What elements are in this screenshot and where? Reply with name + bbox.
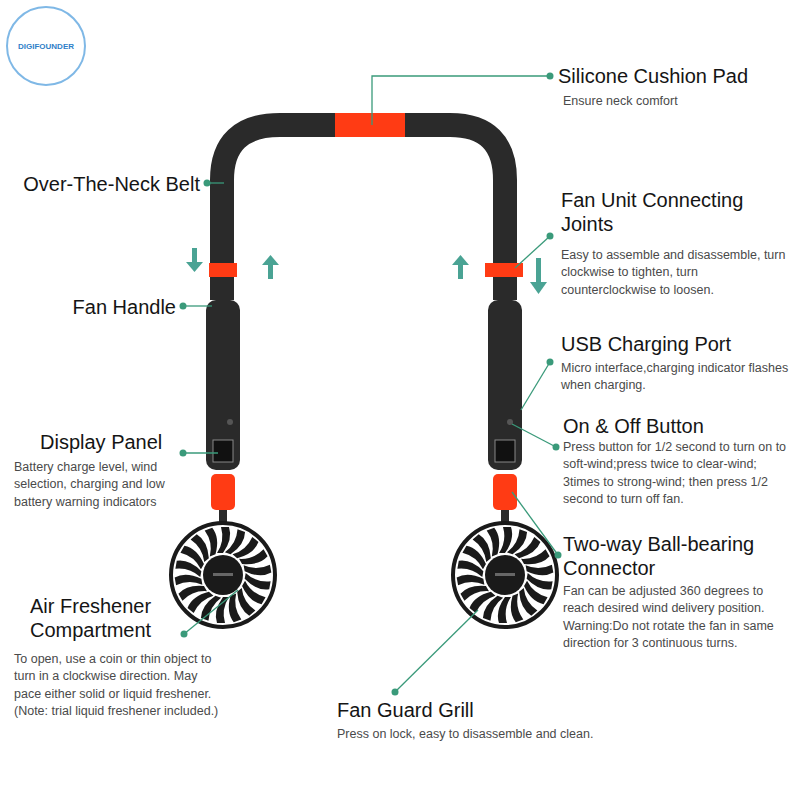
fan-blade	[483, 527, 504, 556]
display-panel	[213, 440, 233, 462]
part-name: Fan Unit Connecting Joints	[561, 188, 791, 236]
button	[227, 419, 233, 425]
fan-blade	[178, 580, 207, 604]
fan-blade	[460, 580, 489, 604]
cushion-pad	[335, 113, 405, 137]
part-note: Press button for 1/2 second to turn on t…	[563, 439, 797, 508]
part-note: Ensure neck comfort	[563, 93, 793, 110]
fan-blade	[499, 527, 512, 553]
part-name: Air Freshener Compartment	[30, 594, 180, 642]
fan	[453, 523, 557, 627]
logo-circle: DIGIFOUNDER	[6, 6, 86, 86]
part-note: Fan can be adjusted 360 degrees to reach…	[563, 583, 795, 652]
part-note: Micro interface,charging indicator flash…	[561, 360, 789, 395]
fan-blade	[216, 597, 229, 623]
neck-belt	[222, 125, 505, 300]
part-name: Display Panel	[40, 430, 180, 454]
ball-connector	[493, 474, 517, 510]
fan-handle	[206, 300, 240, 470]
part-name: Silicone Cushion Pad	[558, 64, 794, 88]
leader-lines	[183, 76, 558, 692]
leader-dots	[180, 73, 562, 696]
fan-blade	[498, 597, 511, 623]
part-note: Press on lock, easy to disassemble and c…	[337, 726, 667, 743]
part-note: To open, use a coin or thin object to tu…	[14, 651, 220, 720]
fan-blade	[201, 527, 222, 556]
fan-handle	[488, 300, 522, 470]
fan-blade	[239, 546, 268, 570]
part-name: Fan Guard Grill	[337, 698, 637, 722]
part-note: Battery charge level, wind selection, ch…	[14, 459, 194, 511]
part-name: Over-The-Neck Belt	[0, 172, 200, 196]
logo-text: DIGIFOUNDER	[18, 42, 74, 51]
part-note: Easy to assemble and disassemble, turn c…	[561, 247, 793, 299]
ball-connector	[211, 474, 235, 510]
part-name: Two-way Ball-bearing Connector	[563, 532, 795, 580]
fan-blade	[521, 546, 550, 570]
fan	[171, 523, 275, 627]
part-name: Fan Handle	[0, 295, 176, 319]
display-panel	[495, 440, 515, 462]
part-name: On & Off Button	[563, 414, 793, 438]
joint-ring	[209, 263, 237, 277]
fan-blade	[217, 527, 230, 553]
part-name: USB Charging Port	[561, 332, 791, 356]
direction-arrows	[186, 248, 547, 294]
